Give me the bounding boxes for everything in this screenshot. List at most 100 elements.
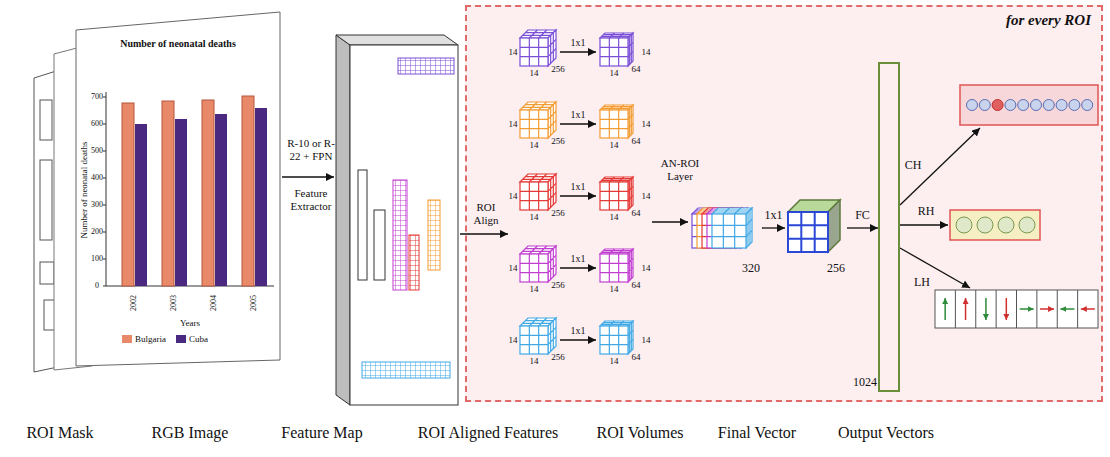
rgb-image-sheet-part (106, 92, 107, 286)
feature-map-part (358, 170, 367, 280)
dimension-label: 14 (530, 212, 539, 222)
axis-tick-label: 200 (91, 227, 103, 236)
rgb-image-sheet (76, 12, 280, 366)
feature-map-part (362, 362, 450, 378)
axis-tick-label: 500 (91, 146, 103, 155)
rgb-image-sheet-part (215, 114, 227, 286)
roi-cube-part-part (628, 321, 633, 354)
dimension-label: 14 (610, 68, 619, 78)
dimension-label: 256 (551, 208, 565, 218)
legend-entry: Cuba (176, 334, 208, 344)
feature-map-part (398, 58, 454, 74)
regression-vector-part (998, 217, 1014, 233)
roi-volume-stack-part-part (707, 208, 747, 248)
roi-cube-part-part (520, 102, 556, 138)
axis-tick-label: 700 (91, 92, 103, 101)
region-ground (465, 5, 1103, 402)
class-vector-part (1005, 100, 1016, 111)
conv-label: 1x1 (571, 325, 586, 337)
roi-cube-part (560, 123, 596, 124)
arrow-label: Feature Extractor (281, 187, 341, 212)
roi-cube-part (560, 339, 596, 340)
dimension-label: 64 (632, 136, 641, 146)
dimension-label: 14 (509, 263, 518, 273)
roi-volume-cube (788, 200, 840, 252)
rgb-image-sheet-part (76, 12, 280, 366)
dimension-label: 14 (530, 140, 539, 150)
regression-vector-part (950, 210, 1040, 240)
roi-volume-stack (692, 208, 752, 248)
dimension-label: 256 (551, 352, 565, 362)
roi-volume-stack-part (707, 208, 747, 248)
output-arrow-part (900, 128, 980, 205)
rgb-image-sheet-part (162, 101, 174, 286)
dimension-label: 64 (632, 352, 641, 362)
roi-cube-part-part (628, 249, 633, 282)
class-vector-part (1031, 100, 1042, 111)
roi-cube-part-part (520, 254, 548, 282)
size-label: 320 (742, 262, 760, 276)
arrow-label: AN-ROI Layer (655, 157, 705, 182)
roi-cube-part (600, 105, 633, 138)
roi-cube-part (520, 174, 556, 210)
roi-cube-part-part (600, 321, 633, 354)
regression-vector-part (1019, 217, 1035, 233)
roi-cube-part-part (628, 105, 633, 138)
orientation-vector-part (1081, 308, 1095, 310)
roi-volume-stack-part-part (712, 208, 752, 214)
orientation-vector-part (935, 290, 1098, 328)
head-label: LH (914, 276, 930, 290)
dimension-label: 256 (551, 280, 565, 290)
feature-map-part (374, 210, 385, 280)
stage-caption: Final Vector (718, 424, 796, 442)
axis-tick-part (103, 151, 106, 152)
roi-cube-part (520, 246, 556, 282)
extractor-arrow (282, 176, 334, 177)
axis-tick-part (103, 97, 106, 98)
dimension-label: 14 (530, 68, 539, 78)
roi-cube-part-part (520, 326, 548, 354)
roi-cube-part-part (600, 182, 628, 210)
axis-tick-label: 2005 (249, 295, 258, 311)
edge-label: FC (853, 209, 872, 222)
output-arrow (900, 128, 980, 288)
roi-cube (520, 30, 633, 354)
stage-caption: RGB Image (152, 424, 229, 442)
dimension-label: 64 (632, 208, 641, 218)
orientation-vector-part (944, 298, 946, 320)
an-roi-arrow (652, 221, 688, 222)
dimension-label: 14 (509, 335, 518, 345)
rgb-image-sheet-part (255, 108, 267, 286)
regression-vector-part (956, 217, 972, 233)
axis-tick-part (103, 205, 106, 206)
arrow-label: ROI Align (466, 201, 506, 226)
chart-legend: BulgariaCuba (122, 334, 208, 344)
roi-volume-stack-part-part (746, 208, 752, 248)
feature-map-part (393, 180, 407, 290)
feature-map-part (350, 45, 458, 405)
roi-cube-part-part (600, 254, 628, 282)
dimension-label: 256 (551, 64, 565, 74)
roi-cube-part (600, 177, 633, 210)
axis-tick (103, 97, 106, 286)
head-label: RH (918, 205, 935, 219)
roi-cube-part (600, 33, 633, 66)
roi-cube-part (560, 267, 596, 268)
orientation-vector-part (1016, 290, 1017, 328)
rgb-image-sheet-part (175, 119, 187, 286)
dimension-label: 256 (551, 136, 565, 146)
output-arrow-part (900, 224, 948, 225)
axis-tick-label: 300 (91, 200, 103, 209)
roi-align-arrow (460, 233, 508, 234)
regression-vector-part (977, 217, 993, 233)
class-vector-part (960, 85, 1098, 125)
conv-label: 1x1 (571, 181, 586, 193)
conv-label: 1x1 (571, 37, 586, 49)
roi-cube-part-part (600, 105, 633, 138)
feature-map-part (336, 35, 350, 405)
orientation-vector-part (965, 298, 967, 320)
dimension-label: 14 (642, 263, 651, 273)
arrow-label: R-10 or R-22 + FPN (283, 137, 339, 162)
stage-caption: ROI Volumes (597, 424, 684, 442)
roi-cube-part-part (520, 246, 556, 282)
